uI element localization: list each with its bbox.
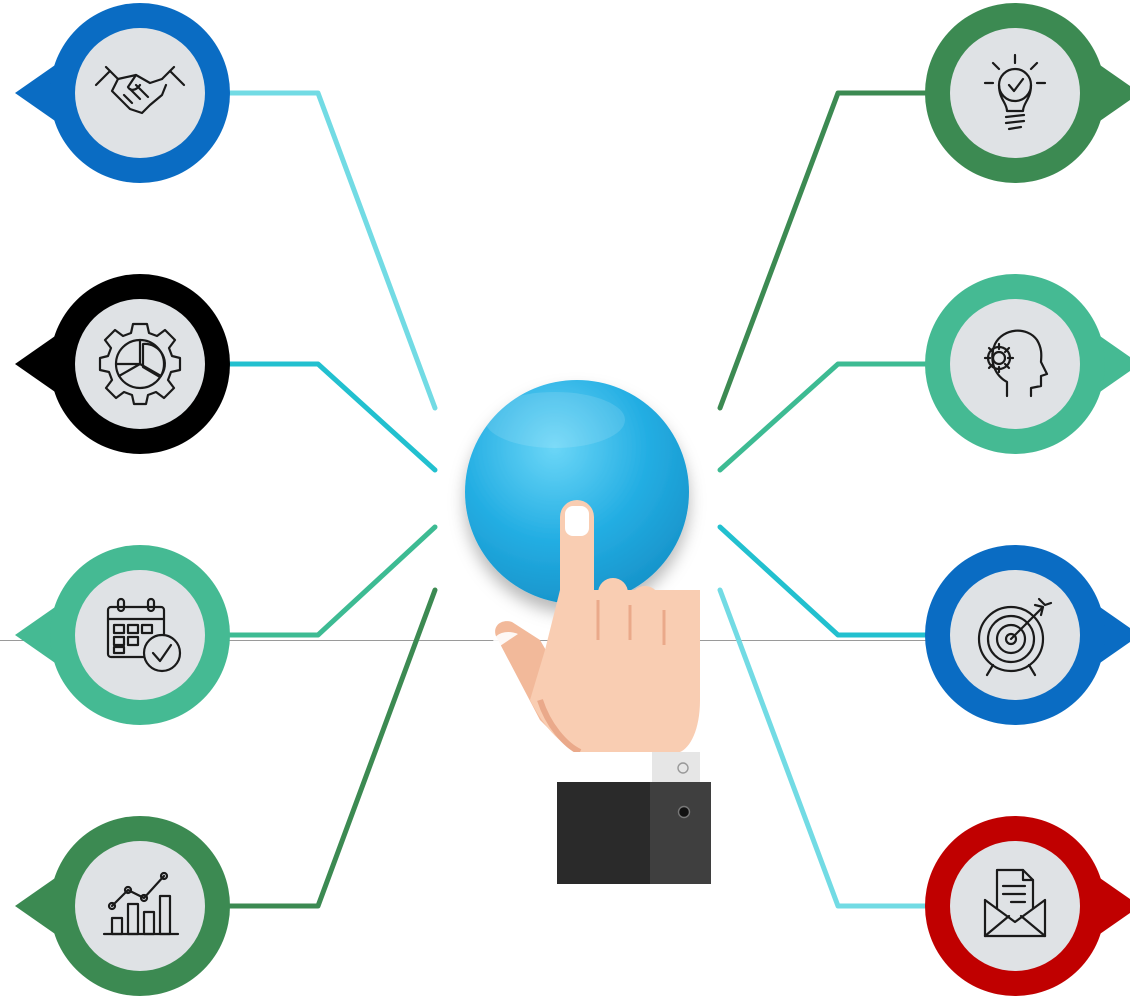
bar-chart-growth-icon: [102, 871, 180, 936]
handshake-icon: [94, 65, 186, 115]
connector-schedule: [227, 524, 438, 638]
pointing-hand: [492, 500, 711, 884]
head-gear-icon: [983, 329, 1049, 398]
node-mail: [925, 816, 1130, 996]
node-growth: [15, 816, 230, 996]
connector-thinking: [717, 361, 929, 473]
connector-mail: [717, 587, 929, 909]
envelope-document-icon: [983, 868, 1047, 938]
gear-pie-icon: [98, 322, 182, 406]
node-partnership: [15, 3, 230, 183]
calendar-check-icon: [106, 597, 182, 673]
node-schedule: [15, 545, 230, 725]
connector-partnership: [227, 90, 438, 411]
target-arrow-icon: [977, 597, 1053, 677]
central-button[interactable]: [465, 380, 689, 604]
connector-settings: [227, 361, 438, 473]
connector-lines: [227, 90, 929, 909]
node-target: [925, 545, 1130, 725]
node-thinking: [925, 274, 1130, 454]
lightbulb-check-icon: [983, 53, 1047, 131]
connector-idea: [717, 90, 929, 411]
connector-growth: [227, 587, 438, 909]
connector-target: [717, 524, 929, 638]
node-idea: [925, 3, 1130, 183]
index-finger: [560, 500, 594, 650]
fingernail: [565, 506, 589, 536]
